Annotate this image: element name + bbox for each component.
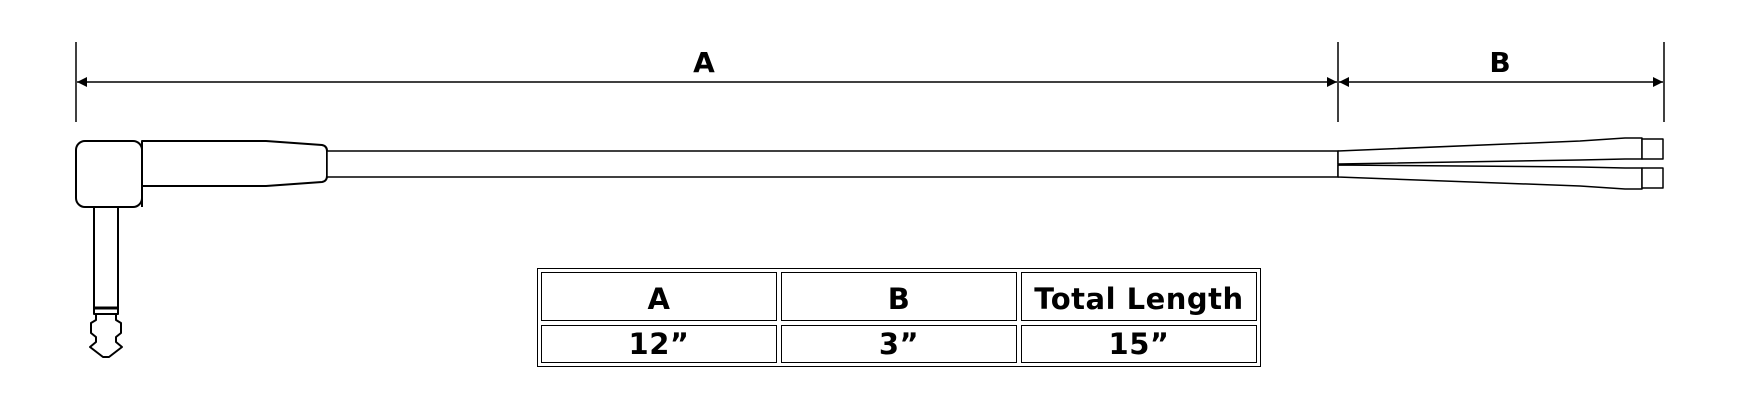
value-a: 12” <box>541 325 777 363</box>
spec-table: A B Total Length 12” 3” 15” <box>537 268 1261 367</box>
dimension-b: B <box>1339 46 1663 87</box>
header-a: A <box>541 272 777 321</box>
plug-tip <box>89 313 123 358</box>
header-total-length: Total Length <box>1021 272 1257 321</box>
plug-strain-relief <box>141 140 328 187</box>
cable <box>326 150 1339 178</box>
lead-upper <box>1337 137 1643 165</box>
plug-body <box>75 140 143 208</box>
lead-upper-tip <box>1641 138 1664 160</box>
lead-lower <box>1337 164 1643 190</box>
plug-shaft <box>93 205 119 315</box>
dimension-a-label: A <box>693 46 715 79</box>
lead-lower-tip <box>1641 167 1664 189</box>
value-total-length: 15” <box>1021 325 1257 363</box>
dimension-a: A <box>77 46 1337 87</box>
header-b: B <box>781 272 1017 321</box>
split-leads <box>1337 137 1664 190</box>
dimension-b-label: B <box>1489 46 1510 79</box>
extension-lines <box>75 42 1665 122</box>
right-angle-plug <box>75 140 328 358</box>
value-b: 3” <box>781 325 1017 363</box>
